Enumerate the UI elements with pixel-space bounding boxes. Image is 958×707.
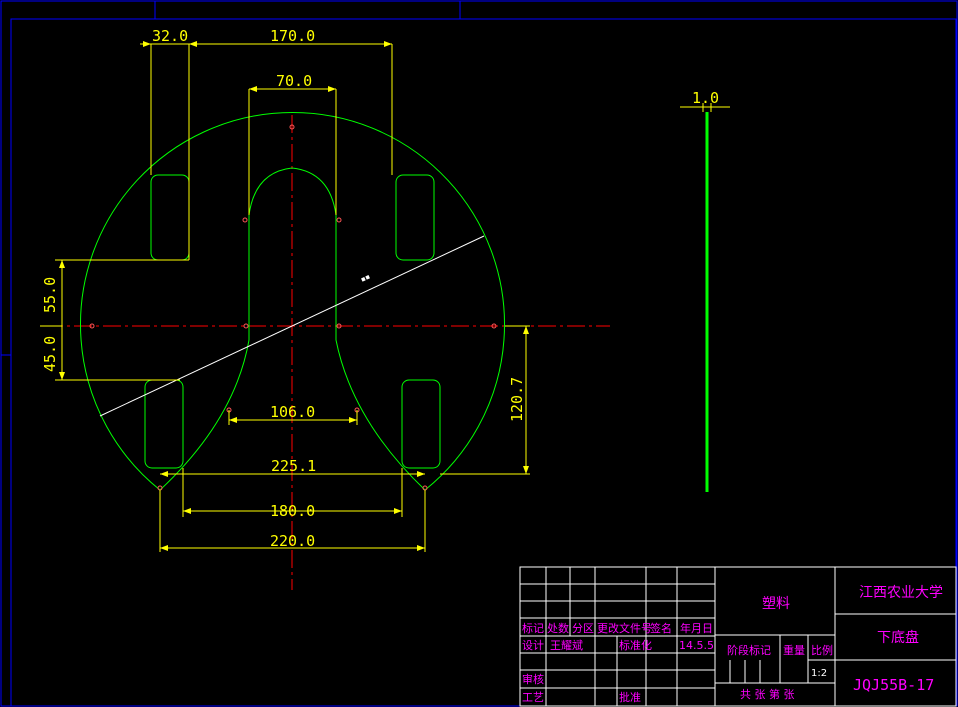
- header-sign: 签名: [650, 621, 672, 635]
- dim-120: 120.7: [508, 377, 526, 422]
- dim-225: 225.1: [271, 457, 316, 475]
- header-date: 年月日: [680, 621, 713, 635]
- weight-label: 重量: [783, 643, 805, 657]
- dim-70: 70.0: [276, 72, 312, 90]
- header-zone: 分区: [572, 622, 594, 635]
- dim-220: 220.0: [270, 532, 315, 550]
- designer-name: 王耀斌: [550, 639, 583, 652]
- dim-170: 170.0: [270, 27, 315, 45]
- part-outline: [80, 112, 505, 491]
- center-marks: [89, 124, 497, 491]
- part-name: 下底盘: [877, 629, 919, 646]
- dim-thickness: 1.0: [692, 89, 719, 107]
- review-label: 审核: [522, 672, 544, 686]
- title-block-texts: 标记 处数 分区 更改文件号 签名 年月日 设计 王耀斌 标准化 14.5.5 …: [522, 585, 943, 704]
- header-change-doc: 更改文件号: [597, 621, 652, 635]
- scale-value: 1:2: [811, 668, 827, 679]
- section-label: ▪▪: [359, 272, 371, 283]
- dimension-arrows: [59, 41, 529, 551]
- stage-label: 阶段标记: [727, 643, 771, 657]
- standard-label: 标准化: [619, 638, 652, 652]
- dim-55: 55.0: [41, 277, 59, 313]
- dimension-lines: [40, 43, 730, 552]
- dim-45: 45.0: [41, 336, 59, 372]
- dim-180: 180.0: [270, 502, 315, 520]
- header-count: 处数: [547, 622, 569, 635]
- section-line: [99, 235, 485, 417]
- design-date: 14.5.5: [679, 639, 714, 652]
- header-mark: 标记: [522, 621, 544, 635]
- title-block: [519, 566, 957, 707]
- drawing-number: JQJ55B-17: [853, 676, 934, 694]
- sheets-label: 共 张 第 张: [740, 687, 795, 701]
- ratio-label: 比例: [811, 643, 833, 657]
- dim-106: 106.0: [270, 403, 315, 421]
- school-name: 江西农业大学: [859, 585, 943, 601]
- design-label: 设计: [522, 639, 544, 652]
- approve-label: 批准: [619, 690, 641, 704]
- dim-32: 32.0: [152, 27, 188, 45]
- inner-border: [10, 18, 957, 707]
- material: 塑料: [762, 596, 790, 612]
- process-label: 工艺: [522, 691, 544, 704]
